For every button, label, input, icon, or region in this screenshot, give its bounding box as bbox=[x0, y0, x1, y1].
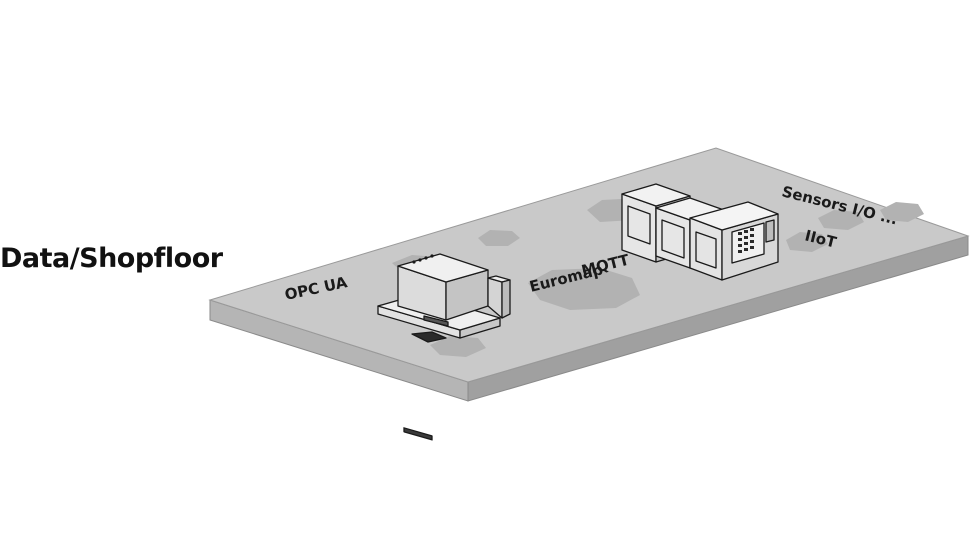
diagram-title: Data/Shopfloor bbox=[0, 243, 223, 274]
floor-blob bbox=[528, 268, 640, 310]
floor-blob bbox=[786, 232, 828, 252]
floor-blob bbox=[818, 210, 864, 230]
floor-blob bbox=[478, 230, 520, 246]
shopfloor-platform bbox=[208, 147, 970, 402]
floor-blob bbox=[880, 202, 924, 222]
control-unit-device bbox=[377, 253, 511, 441]
industrial-machine bbox=[621, 183, 779, 281]
platform-top bbox=[208, 147, 970, 383]
floor-blob bbox=[430, 336, 486, 357]
